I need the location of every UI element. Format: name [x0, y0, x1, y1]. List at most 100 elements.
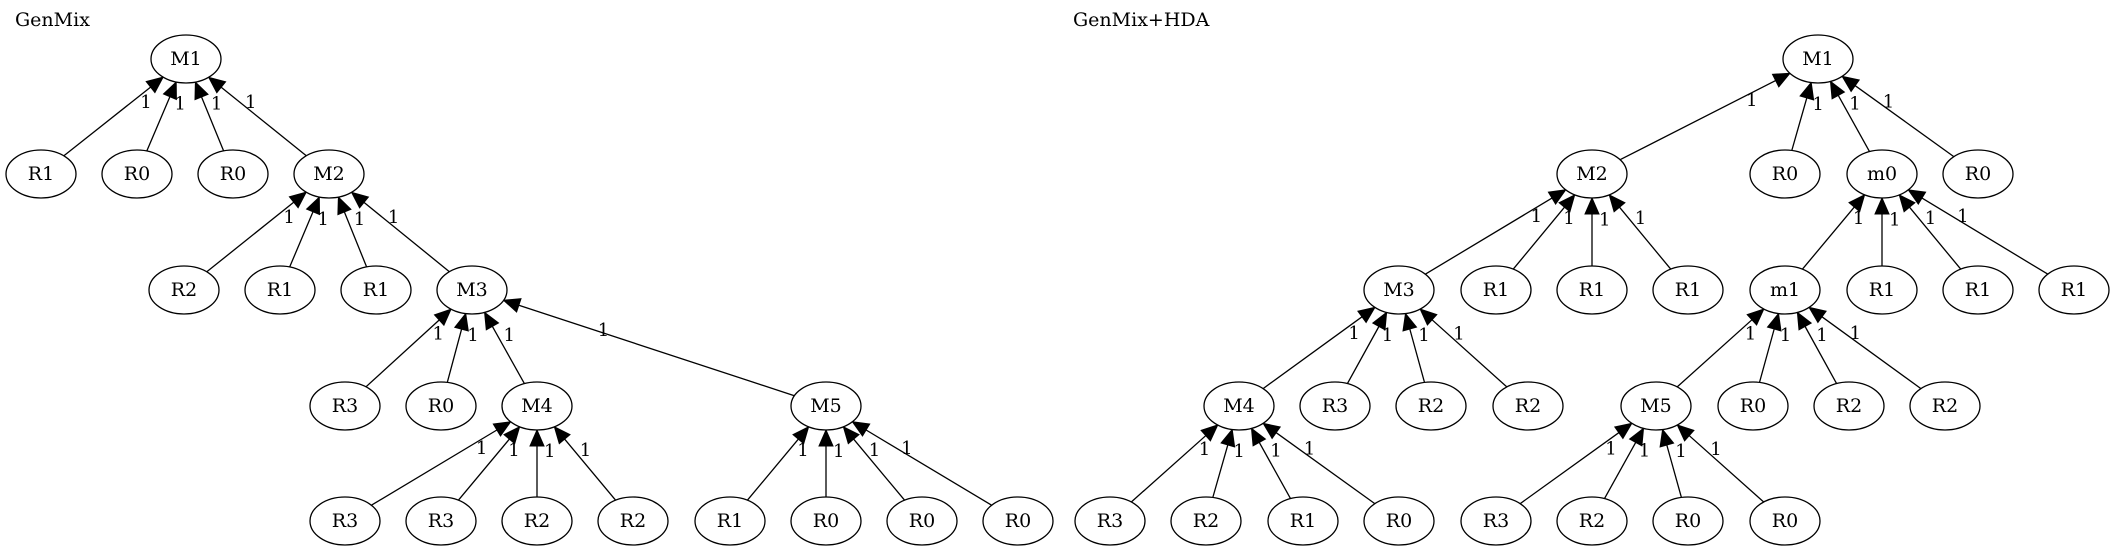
- node-ellipse: [1749, 149, 1821, 199]
- edge-line: [1688, 435, 1765, 503]
- node-label: R3: [1097, 510, 1123, 532]
- edge: 1: [1250, 427, 1292, 499]
- edge-weight-label: 1: [174, 94, 185, 115]
- tree-node: R1: [1942, 265, 2014, 315]
- arrowhead-icon: [1659, 428, 1675, 448]
- node-ellipse: [1942, 149, 2014, 199]
- edge: 1: [1808, 306, 1922, 390]
- edge-line: [1512, 206, 1566, 270]
- tree-node: R0: [1717, 381, 1789, 431]
- tree-node: R3: [1074, 496, 1146, 546]
- edge-weight-label: 1: [317, 209, 328, 230]
- edge-weight-label: 1: [283, 207, 294, 228]
- node-ellipse: [1846, 265, 1918, 315]
- arrowhead-icon: [1371, 311, 1388, 331]
- edge: 1: [1603, 427, 1650, 499]
- edge-line: [1346, 326, 1380, 384]
- arrowhead-icon: [207, 76, 227, 94]
- edge-line: [200, 96, 225, 152]
- arrowhead-icon: [305, 195, 321, 216]
- edge-line: [1619, 80, 1776, 161]
- tree-node: R3: [1460, 496, 1532, 546]
- edge: 1: [1262, 306, 1376, 390]
- arrowhead-icon: [1676, 424, 1695, 442]
- node-ellipse: [501, 381, 573, 431]
- arrowhead-icon: [145, 76, 165, 94]
- node-label: R0: [220, 163, 246, 185]
- tree-node: R2: [1909, 381, 1981, 431]
- edge-line: [1519, 432, 1620, 505]
- arrowhead-icon: [1250, 427, 1267, 447]
- edge-weight-label: 1: [1418, 325, 1429, 346]
- arrowhead-icon: [553, 425, 571, 445]
- node-ellipse: [197, 149, 269, 199]
- node-ellipse: [886, 496, 958, 546]
- tree-node: R0: [197, 149, 269, 199]
- graph-title-genmix: GenMix: [15, 9, 90, 31]
- tree-node: R2: [1813, 381, 1885, 431]
- edge-weight-label: 1: [1199, 439, 1210, 460]
- edge-line: [865, 429, 992, 506]
- node-ellipse: [309, 496, 381, 546]
- edge-weight-label: 1: [1849, 94, 1860, 115]
- arrowhead-icon: [194, 80, 209, 101]
- node-ellipse: [1460, 496, 1532, 546]
- edge: 1: [1758, 312, 1791, 383]
- tree-node: R1: [244, 265, 316, 315]
- edge-line: [1262, 316, 1363, 390]
- tree-node: R0: [1749, 149, 1821, 199]
- tree-node: M5: [1620, 381, 1692, 431]
- node-ellipse: [1074, 496, 1146, 546]
- tree-node: m0: [1846, 149, 1918, 199]
- edge-line: [1908, 206, 1962, 270]
- edge: 1: [529, 428, 555, 497]
- edge-weight-label: 1: [1925, 208, 1936, 229]
- edge: 1: [1907, 189, 2049, 275]
- node-label: R0: [1740, 395, 1766, 417]
- node-ellipse: [1556, 265, 1628, 315]
- edge-weight-label: 1: [544, 441, 555, 462]
- edge: 1: [289, 195, 329, 268]
- edge-weight-label: 1: [1745, 323, 1756, 344]
- edge: 1: [483, 311, 525, 384]
- node-ellipse: [790, 381, 862, 431]
- edge: 1: [371, 421, 512, 506]
- node-ellipse: [1782, 34, 1854, 84]
- node-label: R2: [524, 510, 550, 532]
- tree-node: R1: [694, 496, 766, 546]
- edge-line: [1258, 442, 1292, 499]
- node-label: R1: [1290, 510, 1316, 532]
- edge-weight-label: 1: [1957, 206, 1968, 227]
- node-ellipse: [694, 496, 766, 546]
- node-label: R0: [124, 163, 150, 185]
- edge: 1: [1898, 193, 1962, 270]
- node-label: R1: [363, 279, 389, 301]
- node-label: R1: [267, 279, 293, 301]
- edge-weight-label: 1: [869, 440, 880, 461]
- node-ellipse: [1846, 149, 1918, 199]
- arrowhead-icon: [1746, 308, 1765, 326]
- edge-weight-label: 1: [1710, 439, 1721, 460]
- node-ellipse: [1267, 496, 1339, 546]
- node-label: R2: [1932, 395, 1958, 417]
- edge-line: [63, 86, 152, 157]
- edge-weight-label: 1: [1605, 438, 1616, 459]
- tree-node: R3: [405, 496, 477, 546]
- tree-node: R2: [1395, 381, 1467, 431]
- edge-line: [1130, 435, 1207, 503]
- edge-weight-label: 1: [1348, 323, 1359, 344]
- arrowhead-icon: [1771, 72, 1792, 88]
- tree-node: R3: [309, 381, 381, 431]
- edge: 1: [206, 191, 308, 273]
- edge: 1: [1676, 424, 1765, 503]
- arrowhead-icon: [1796, 311, 1813, 331]
- edge-line: [289, 211, 314, 268]
- node-ellipse: [1492, 381, 1564, 431]
- tree-node: M4: [501, 381, 573, 431]
- edge-line: [1821, 316, 1922, 390]
- tree-node: R3: [1299, 381, 1371, 431]
- edge: 1: [457, 425, 521, 501]
- node-label: R2: [1193, 510, 1219, 532]
